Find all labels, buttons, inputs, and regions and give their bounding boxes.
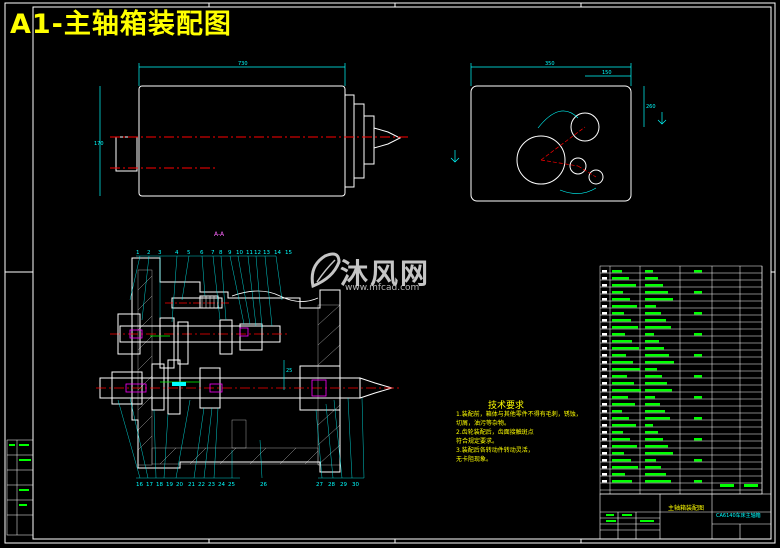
front-flange-2 xyxy=(353,103,365,179)
front-pulley xyxy=(115,136,138,172)
part-number-label: 3 xyxy=(158,250,162,256)
drawing-border xyxy=(32,6,772,540)
part-number-label: 9 xyxy=(228,250,232,256)
section-label: A-A xyxy=(214,231,225,238)
part-number-label: 27 xyxy=(316,482,323,488)
drawing-title: A1-主轴箱装配图 xyxy=(10,9,232,40)
part-number-label: 17 xyxy=(146,482,153,488)
front-flange-1 xyxy=(344,94,355,188)
part-number-label: 1 xyxy=(136,250,140,256)
part-number-label: 22 xyxy=(198,482,205,488)
title-block xyxy=(599,493,772,540)
dim-side-height: 260 xyxy=(646,104,656,110)
drawing-frame xyxy=(4,2,776,544)
part-number-label: 26 xyxy=(260,482,267,488)
dim-front-width: 730 xyxy=(238,61,248,67)
tech-note-line: 符合规定要求。 xyxy=(456,438,499,445)
part-number-label: 10 xyxy=(236,250,243,256)
watermark-leaf-icon xyxy=(310,252,341,289)
gear-large xyxy=(516,135,566,185)
gear-small-2 xyxy=(588,169,604,185)
title-block-subtitle: CA6140车床主轴箱 xyxy=(716,513,761,519)
part-number-label: 7 xyxy=(211,250,215,256)
part-number-label: 23 xyxy=(208,482,215,488)
part-number-label: 2 xyxy=(147,250,151,256)
part-number-label: 30 xyxy=(352,482,359,488)
front-flange-3 xyxy=(363,115,375,165)
part-number-label: 19 xyxy=(166,482,173,488)
part-number-label: 25 xyxy=(228,482,235,488)
tech-note-line: 1.装配前，箱体与其他零件不得有毛刺，锈蚀， xyxy=(456,411,582,418)
part-number-label: 15 xyxy=(285,250,292,256)
tech-note-line: 3.装配后各转动件转动灵活， xyxy=(456,447,534,454)
watermark-text: 沐风网 xyxy=(340,257,431,290)
part-number-label: 8 xyxy=(219,250,223,256)
part-number-label: 28 xyxy=(328,482,335,488)
watermark-logo xyxy=(310,252,341,289)
part-number-label: 6 xyxy=(200,250,204,256)
leaders-top xyxy=(129,255,283,329)
part-number-label: 11 xyxy=(246,250,253,256)
part-number-label: 29 xyxy=(340,482,347,488)
left-stamp-block xyxy=(6,439,34,536)
tech-note-line: 无卡阻现象。 xyxy=(456,456,493,463)
dim-side-width: 350 xyxy=(545,61,555,67)
dim-front-height: 170 xyxy=(94,141,104,147)
front-center-tip xyxy=(373,127,402,149)
gear-upper xyxy=(570,112,600,142)
leaders-bottom xyxy=(117,397,365,479)
front-body xyxy=(138,85,346,197)
part-number-label: 14 xyxy=(274,250,281,256)
side-body xyxy=(470,85,632,202)
tech-requirements-title: 技术要求 xyxy=(488,401,525,411)
title-block-name: 主轴箱装配图 xyxy=(668,505,705,512)
dim-side-offset: 150 xyxy=(602,70,612,76)
dim-bore: 25 xyxy=(286,368,292,374)
part-number-label: 21 xyxy=(188,482,195,488)
parts-list-table xyxy=(599,265,763,495)
part-number-label: 4 xyxy=(175,250,179,256)
part-number-label: 18 xyxy=(156,482,163,488)
part-number-label: 12 xyxy=(254,250,261,256)
part-number-label: 20 xyxy=(176,482,183,488)
part-number-label: 24 xyxy=(218,482,225,488)
frame-ticks xyxy=(5,3,775,543)
part-number-label: 13 xyxy=(263,250,270,256)
tech-requirements-notes: 1.装配前，箱体与其他零件不得有毛刺，锈蚀， 切屑，油污等杂物。 2.齿轮装配后… xyxy=(456,410,606,464)
tech-note-line: 切屑，油污等杂物。 xyxy=(456,420,511,427)
gear-small-1 xyxy=(569,157,587,175)
part-number-label: 16 xyxy=(136,482,143,488)
side-view: 350 150 260 xyxy=(450,61,667,202)
front-view: 730 170 xyxy=(94,61,410,197)
tech-note-line: 2.齿轮装配后，齿面接触斑点 xyxy=(456,429,534,436)
part-number-label: 5 xyxy=(187,250,191,256)
watermark-url: www.mfcad.com xyxy=(345,283,420,293)
